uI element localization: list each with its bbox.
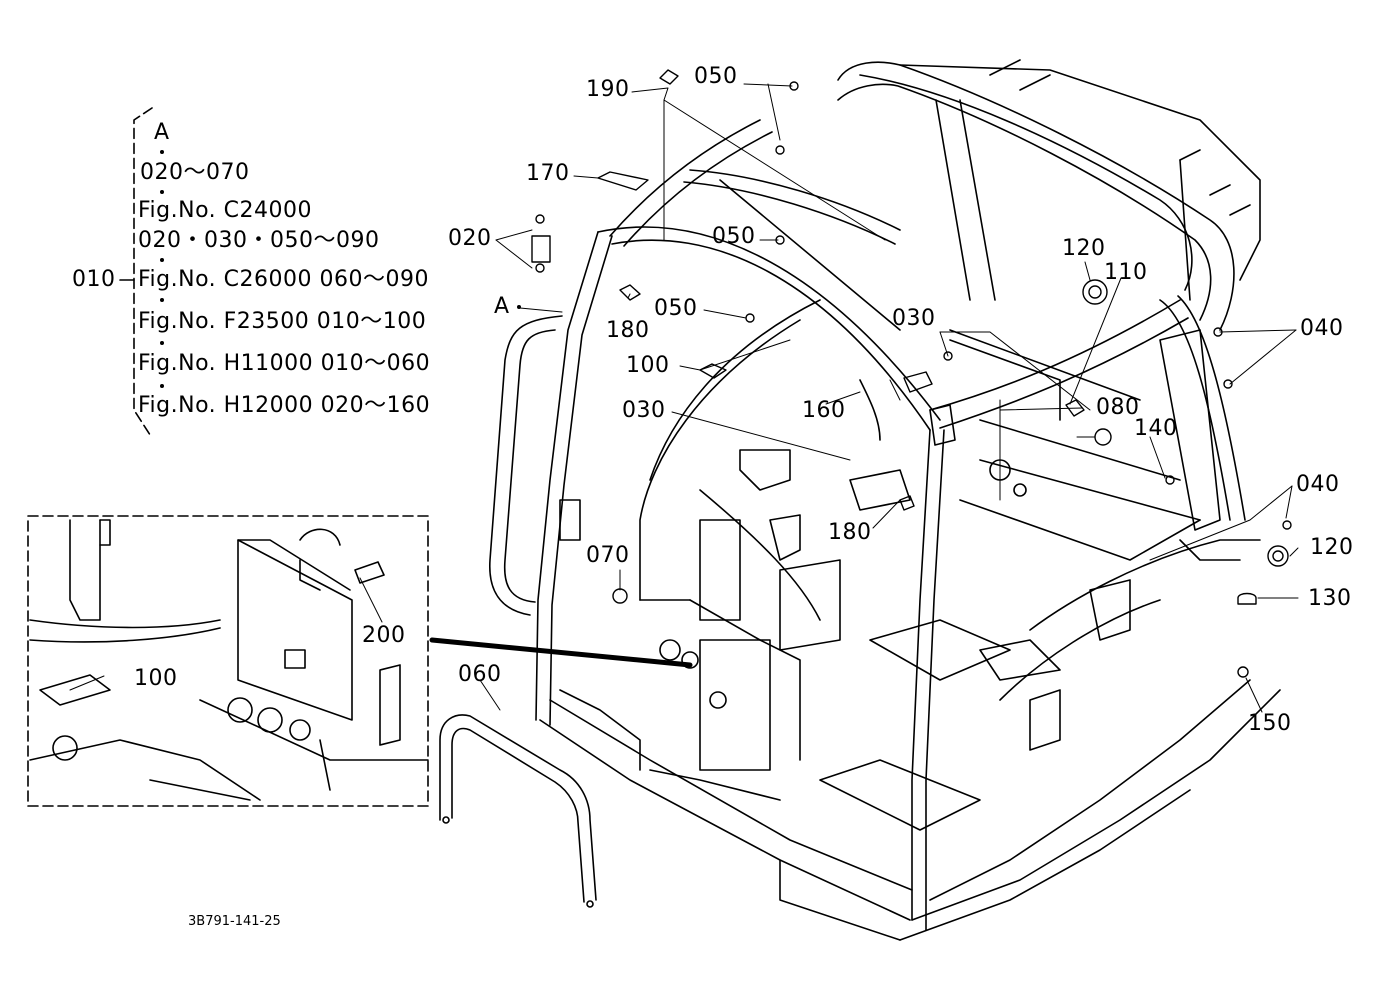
callout-label: 020 — [448, 226, 492, 251]
callout-label: 160 — [802, 398, 846, 423]
callout-label: 170 — [526, 161, 570, 186]
callout-label: 180 — [606, 318, 650, 343]
reference-separator-dot — [160, 341, 164, 345]
callout-label: 200 — [362, 623, 406, 648]
reference-line: Fig.No. H12000 020～160 — [138, 393, 431, 418]
reference-bracket — [119, 107, 153, 439]
reference-line: Fig.No. C26000 060～090 — [138, 267, 429, 292]
inset-indicator-arrow — [429, 637, 693, 668]
callout-label: 030 — [892, 306, 936, 331]
callout-label: 080 — [1096, 395, 1140, 420]
reference-section-marker: A — [154, 120, 170, 145]
reference-separator-dot — [160, 384, 164, 388]
callout-label: 110 — [1104, 260, 1148, 285]
reference-line: Fig.No. F23500 010～100 — [138, 309, 427, 334]
reference-separator-dot — [160, 150, 164, 154]
reference-parent-callout: 010 — [72, 267, 116, 292]
callout-label: 150 — [1248, 711, 1292, 736]
handrail-060-drawing — [439, 714, 597, 908]
callout-label: 050 — [654, 296, 698, 321]
part-glyphs — [531, 69, 1292, 678]
drawing-code: 3B791-141-25 — [188, 914, 281, 929]
leader-lines — [69, 83, 1299, 713]
callout-label: 050 — [712, 224, 756, 249]
callout-label: 140 — [1134, 416, 1178, 441]
callout-label: 030 — [622, 398, 666, 423]
reference-separator-dot — [160, 190, 164, 194]
inset-detail-box — [27, 515, 429, 807]
cab-frame — [489, 59, 1281, 941]
reference-line: Fig.No. H11000 010～060 — [138, 351, 431, 376]
callout-label: 120 — [1310, 535, 1354, 560]
reference-line: 020・030・050～090 — [138, 228, 380, 253]
callout-label: 190 — [586, 77, 630, 102]
reference-separator-dot — [160, 258, 164, 262]
reference-line: 020～070 — [140, 160, 250, 185]
callout-label: 040 — [1296, 472, 1340, 497]
section-pointer-label: A — [494, 294, 510, 319]
callout-label: 130 — [1308, 586, 1352, 611]
callout-label: 040 — [1300, 316, 1344, 341]
callout-label: 180 — [828, 520, 872, 545]
reference-separator-dot — [160, 298, 164, 302]
section-pointer-dot — [517, 305, 521, 309]
callout-label: 100 — [134, 666, 178, 691]
callout-label: 060 — [458, 662, 502, 687]
callout-label: 050 — [694, 64, 738, 89]
callout-label: 070 — [586, 543, 630, 568]
callout-label: 120 — [1062, 236, 1106, 261]
callout-label: 100 — [626, 353, 670, 378]
reference-line: Fig.No. C24000 — [138, 198, 312, 223]
